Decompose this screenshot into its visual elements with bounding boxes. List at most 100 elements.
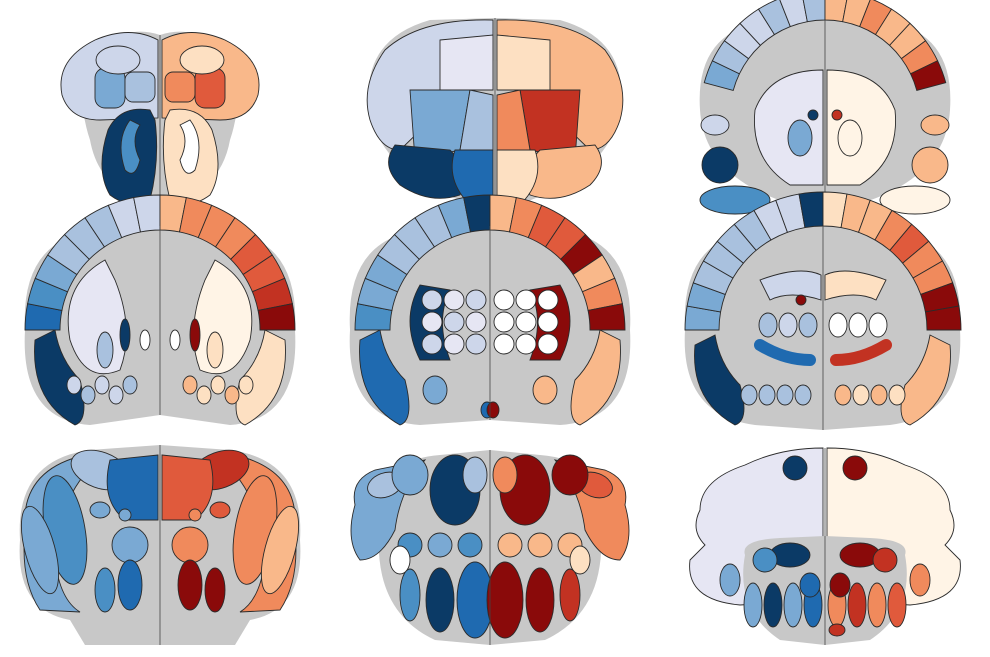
brain-region <box>462 456 488 494</box>
brain-region <box>34 329 85 426</box>
brain-region <box>359 329 410 426</box>
brain-region <box>169 329 181 351</box>
brain-region <box>701 146 739 184</box>
brain-region <box>740 384 758 406</box>
brain-region <box>421 289 443 311</box>
brain-region <box>826 69 896 186</box>
section-panel-3 <box>699 0 951 215</box>
brain-region <box>235 329 286 426</box>
brain-region <box>920 114 950 136</box>
brain-region <box>238 375 254 395</box>
brain-region <box>257 303 296 331</box>
brain-region <box>829 572 851 598</box>
brain-region <box>421 333 443 355</box>
section-panel-8 <box>350 450 630 645</box>
brain-region <box>210 375 226 395</box>
brain-region <box>758 384 776 406</box>
brain-region <box>787 119 813 157</box>
brain-region <box>551 454 589 496</box>
brain-region <box>868 312 888 338</box>
brain-region <box>828 312 848 338</box>
brain-region <box>587 303 626 331</box>
brain-region <box>465 311 487 333</box>
brain-region <box>124 71 156 103</box>
brain-region <box>559 568 581 622</box>
brain-region <box>852 384 870 406</box>
brain-region <box>164 71 196 103</box>
brain-region <box>754 69 824 186</box>
brain-region <box>95 45 141 75</box>
brain-region <box>879 185 951 215</box>
brain-region <box>537 333 559 355</box>
brain-region <box>139 329 151 351</box>
brain-region <box>425 567 455 633</box>
brain-region <box>752 547 778 573</box>
brain-region <box>842 455 868 481</box>
brain-region <box>909 563 931 597</box>
brain-region <box>834 384 852 406</box>
brain-region <box>177 559 203 611</box>
brain-region <box>807 109 819 121</box>
brain-region <box>496 34 551 91</box>
brain-region <box>89 501 111 519</box>
brain-region <box>525 567 555 633</box>
brain-region <box>439 34 494 91</box>
brain-region <box>196 385 212 405</box>
brain-region <box>209 501 231 519</box>
section-panel-4 <box>24 194 296 426</box>
brain-region <box>421 311 443 333</box>
brain-region <box>911 146 949 184</box>
brain-region <box>743 582 763 628</box>
brain-region <box>532 375 558 405</box>
brain-region <box>828 623 846 637</box>
brain-region <box>465 289 487 311</box>
brain-region <box>754 339 816 366</box>
brain-region <box>179 119 200 174</box>
brain-region <box>427 532 453 558</box>
section-panel-6 <box>684 191 962 430</box>
brain-region <box>122 375 138 395</box>
brain-region <box>443 311 465 333</box>
brain-region <box>465 333 487 355</box>
section-panel-5 <box>349 194 631 426</box>
brain-region <box>700 114 730 136</box>
brain-region <box>492 456 518 494</box>
brain-region <box>569 545 591 575</box>
brain-region <box>108 385 124 405</box>
brain-region <box>824 270 887 301</box>
tissue-mask <box>684 226 961 430</box>
brain-region <box>189 318 201 352</box>
brain-region <box>260 505 300 595</box>
brain-region <box>783 582 803 628</box>
brain-region <box>179 45 225 75</box>
brain-region <box>870 384 888 406</box>
brain-region <box>486 561 524 639</box>
brain-region <box>537 289 559 311</box>
brain-region <box>694 334 745 426</box>
brain-region <box>493 289 515 311</box>
brain-region <box>759 270 822 301</box>
brain-region <box>795 294 807 306</box>
brain-region <box>867 582 887 628</box>
brain-region <box>399 568 421 622</box>
brain-region <box>758 312 778 338</box>
brain-region <box>527 532 553 558</box>
brain-region <box>493 333 515 355</box>
brain-region <box>699 185 771 215</box>
brain-region <box>848 312 868 338</box>
brain-region <box>188 508 202 522</box>
brain-region <box>171 526 209 564</box>
brain-region <box>111 526 149 564</box>
brain-region <box>515 289 537 311</box>
brain-region <box>118 508 132 522</box>
section-panel-1 <box>60 31 260 205</box>
brain-region <box>204 567 226 613</box>
brain-region <box>847 582 867 628</box>
brain-region <box>831 109 843 121</box>
brain-region <box>888 384 906 406</box>
brain-region <box>224 385 240 405</box>
brain-region <box>422 375 448 405</box>
brain-region <box>778 312 798 338</box>
brain-region <box>924 305 962 331</box>
brain-region <box>96 331 114 369</box>
